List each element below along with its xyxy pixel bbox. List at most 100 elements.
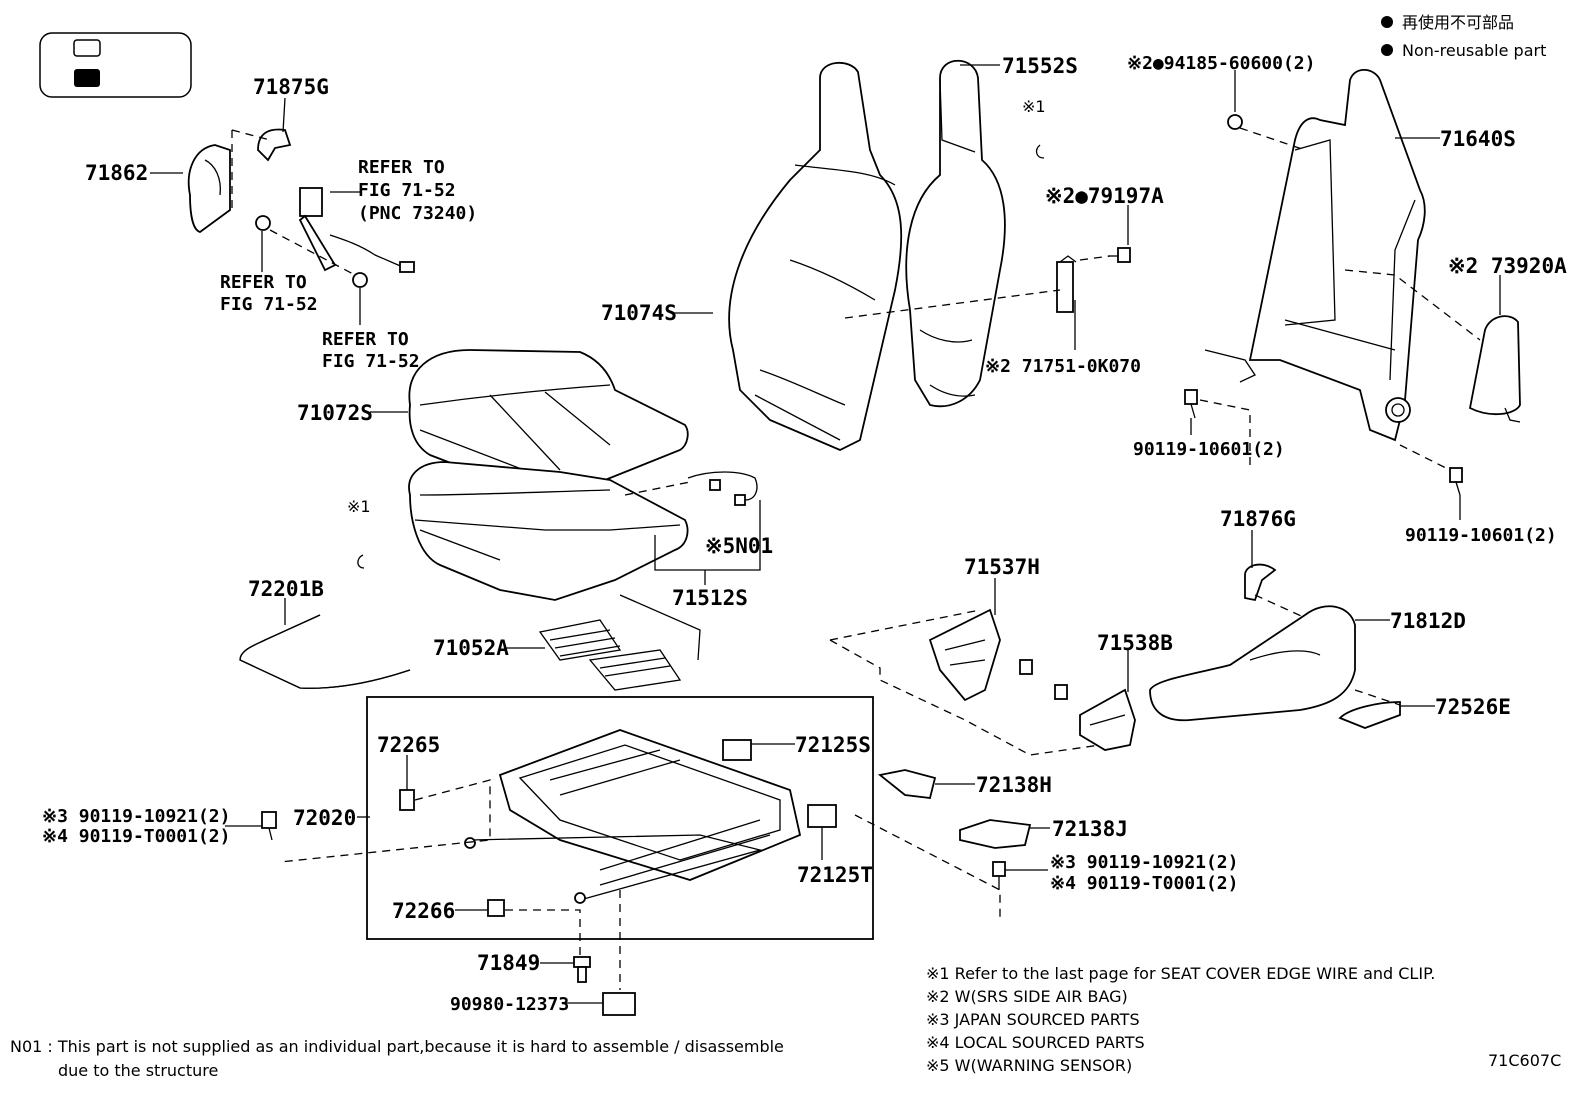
part-number-label: ※2●79197A — [1045, 184, 1164, 208]
label-72138J: 72138J — [1030, 817, 1128, 841]
harness-72125T[interactable] — [807, 804, 837, 828]
label-71537H: 71537H — [964, 555, 1040, 615]
note-1: ※1 Refer to the last page for SEAT COVER… — [926, 964, 1435, 983]
nut-refer-lower-icon[interactable] — [352, 272, 368, 288]
cover-72526E[interactable] — [1338, 701, 1401, 729]
part-number-label: 71072S — [297, 401, 373, 425]
label-71512S: 71512S — [654, 500, 761, 610]
bolt-79197A-icon[interactable] — [1108, 247, 1131, 263]
refer-text: FIG 71-52 — [322, 351, 420, 372]
refer-text: FIG 71-52 — [220, 294, 318, 315]
screw-71538B-icon[interactable] — [1054, 684, 1068, 700]
asterisk-1-top: ※1 — [1022, 97, 1046, 116]
part-number-label: 72201B — [248, 577, 324, 601]
nut-94185-icon[interactable] — [1227, 114, 1243, 130]
cushion-pad-71512S[interactable] — [408, 461, 689, 601]
cover-72138J[interactable] — [959, 819, 1032, 849]
dashed-leader — [829, 609, 981, 641]
dashed-leader — [1199, 399, 1251, 470]
label-71849: 71849 — [477, 951, 574, 975]
part-number-label: ※5N01 — [705, 534, 773, 558]
shield-71862[interactable] — [187, 144, 231, 233]
seatback-frame-71640S[interactable] — [1204, 68, 1426, 442]
part-number-label: 72266 — [392, 899, 455, 923]
hinge-cover-71538B[interactable] — [1079, 688, 1136, 751]
dashed-leader — [1399, 444, 1451, 471]
label-refer-nut-right: REFER TO FIG 71-52 — [322, 288, 420, 372]
label-72020: 72020 — [293, 806, 370, 830]
warning-sensor-N01[interactable] — [687, 471, 758, 506]
seat-track-72020[interactable] — [464, 729, 802, 904]
part-number-label: ※2 71751-0K070 — [985, 356, 1141, 377]
hinge-cover-71537H[interactable] — [928, 608, 1001, 702]
label-refer-buckle: REFER TO FIG 71-52 (PNC 73240) — [330, 157, 477, 224]
bolt-71849-icon[interactable] — [573, 956, 591, 983]
part-number-label: 71538B — [1097, 631, 1173, 655]
dashed-leader — [1354, 689, 1401, 706]
label-N01: ※5N01 — [705, 534, 773, 558]
view-toggle-icon — [39, 32, 192, 98]
bullet-icon — [1381, 44, 1393, 56]
seatbelt-buckle[interactable] — [298, 187, 415, 273]
part-number-label: 71074S — [601, 301, 677, 325]
note-2: ※2 W(SRS SIDE AIR BAG) — [926, 987, 1128, 1006]
label-71640S: 71640S — [1395, 127, 1516, 151]
part-number-label: 71640S — [1440, 127, 1516, 151]
label-90119-10601-b: 90119-10601(2) — [1405, 495, 1557, 546]
bracket-72266[interactable] — [487, 899, 505, 917]
part-number-label: 72020 — [293, 806, 356, 830]
part-number-label: 71875G — [253, 75, 329, 99]
nut-refer-upper-icon[interactable] — [255, 215, 271, 231]
label-72265: 72265 — [377, 733, 440, 790]
label-71538B: 71538B — [1097, 631, 1173, 692]
label-73920A: ※2 73920A — [1448, 254, 1567, 315]
cover-72138H[interactable] — [877, 769, 937, 799]
label-71875G: 71875G — [253, 75, 329, 133]
part-number-label: 72265 — [377, 733, 440, 757]
side-airbag-73920A[interactable] — [1468, 315, 1521, 423]
label-79197A: ※2●79197A — [1045, 184, 1164, 245]
wire-72201B[interactable] — [239, 614, 411, 689]
label-refer-nut-left: REFER TO FIG 71-52 — [220, 231, 318, 315]
part-number-label: 71052A — [433, 636, 509, 660]
label-71074S: 71074S — [601, 301, 713, 325]
bolt-90119-10601-upper-icon[interactable] — [1184, 389, 1198, 419]
headrest-71552S[interactable] — [905, 59, 1006, 408]
label-72125S: 72125S — [751, 733, 871, 757]
label-right-bolts: ※3 90119-10921(2) ※4 90119-T0001(2) — [1005, 852, 1238, 894]
cap-90980-icon[interactable] — [602, 992, 636, 1016]
legend-en: Non-reusable part — [1402, 41, 1546, 60]
label-72201B: 72201B — [248, 577, 324, 625]
bracket-72265[interactable] — [399, 789, 415, 811]
shield-71812D[interactable] — [1149, 605, 1356, 722]
cover-71875G[interactable] — [257, 128, 292, 162]
airbag-bracket-71751[interactable] — [1056, 255, 1077, 350]
part-number-label: ※4 90119-T0001(2) — [1050, 873, 1238, 894]
refer-text: REFER TO — [322, 329, 409, 350]
label-72138H: 72138H — [935, 773, 1052, 797]
footnote-line-1: N01 : This part is not supplied as an in… — [10, 1037, 784, 1056]
dashed-leader — [624, 481, 691, 496]
part-number-label: 71849 — [477, 951, 540, 975]
part-number-label: 90119-10601(2) — [1133, 439, 1285, 460]
bolt-90119-10601-lower-icon[interactable] — [1449, 467, 1463, 496]
footnote: N01 : This part is not supplied as an in… — [10, 1037, 784, 1080]
label-72266: 72266 — [392, 899, 488, 923]
lever-71876G[interactable] — [1244, 563, 1277, 602]
bolt-right-icon[interactable] — [992, 861, 1006, 890]
spring-71052A[interactable] — [538, 594, 701, 691]
harness-72125S[interactable] — [722, 739, 752, 761]
part-number-label: 72125S — [795, 733, 871, 757]
label-90980: 90980-12373 — [450, 994, 603, 1015]
bolt-left-icon[interactable] — [261, 811, 277, 841]
dashed-leader — [1239, 127, 1306, 151]
part-number-label: ※3 90119-10921(2) — [1050, 852, 1238, 873]
part-number-label: 90119-10601(2) — [1405, 525, 1557, 546]
refer-text: (PNC 73240) — [358, 203, 477, 224]
clip-icon — [357, 554, 365, 569]
screw-71537H-icon[interactable] — [1019, 659, 1033, 675]
seatback-cover-71074S[interactable] — [728, 61, 903, 451]
label-71552S: 71552S — [960, 54, 1078, 78]
refer-text: REFER TO — [358, 157, 445, 178]
